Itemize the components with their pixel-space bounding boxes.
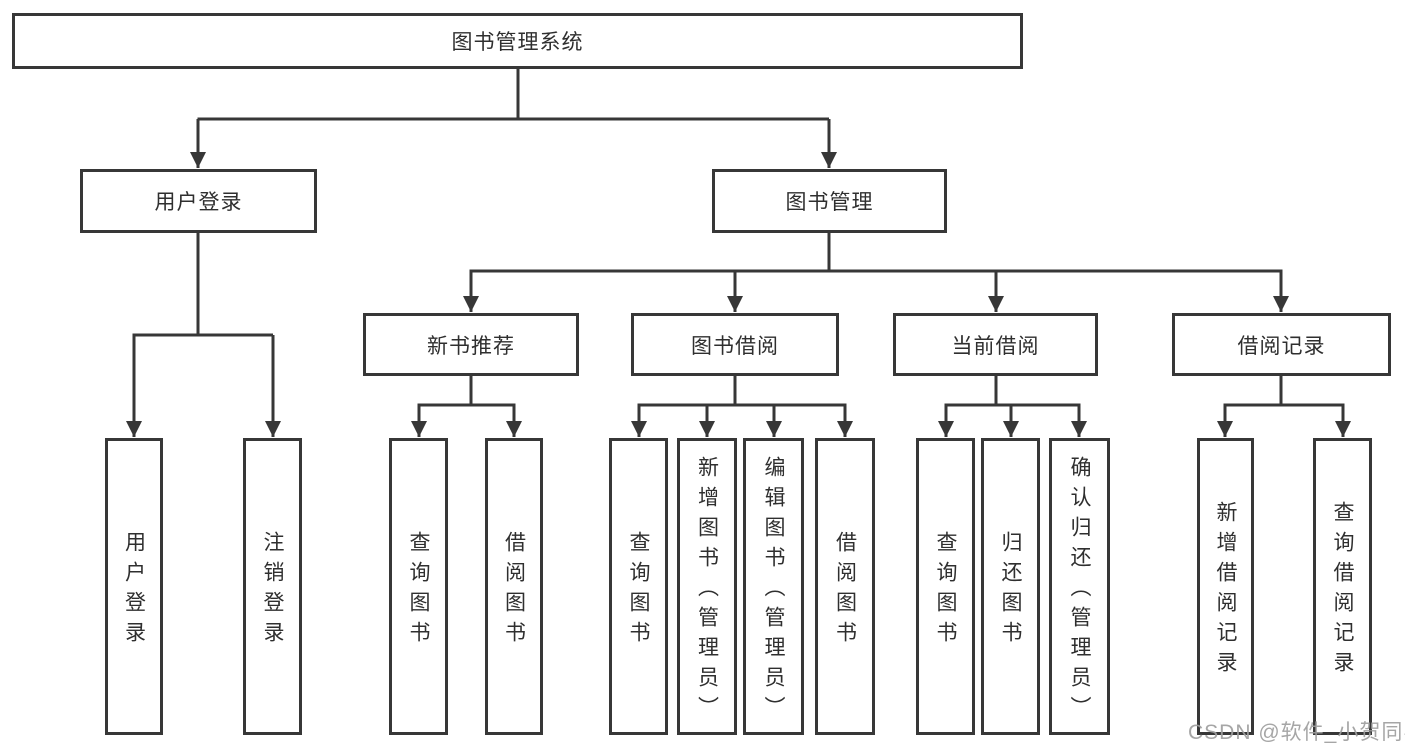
- leaf-borrow-book-1: 借阅图书: [485, 438, 543, 735]
- leaf-borrow-book-1-label: 借阅图书: [502, 531, 526, 651]
- leaf-query-borrow-record: 查询借阅记录: [1313, 438, 1372, 735]
- leaf-return-book: 归还图书: [981, 438, 1040, 735]
- node-borrow-record: 借阅记录: [1172, 313, 1391, 376]
- leaf-return-book-label: 归还图书: [999, 531, 1022, 651]
- leaf-confirm-return-admin-label: 确认归还（管理员）: [1068, 456, 1091, 726]
- connector-book-mgmt-children: [463, 233, 1289, 312]
- node-current-borrow: 当前借阅: [893, 313, 1098, 376]
- node-user-login: 用户登录: [80, 169, 317, 233]
- leaf-add-borrow-record-label: 新增借阅记录: [1214, 501, 1237, 681]
- leaf-query-book-3-label: 查询图书: [934, 531, 957, 651]
- leaf-query-book-1: 查询图书: [389, 438, 448, 735]
- leaf-edit-book-admin-label: 编辑图书（管理员）: [762, 456, 785, 726]
- leaf-query-book-2-label: 查询图书: [627, 531, 650, 651]
- node-borrow-record-label: 借阅记录: [1237, 334, 1326, 358]
- connector-book-borrow-children: [631, 376, 853, 437]
- leaf-borrow-book-2-label: 借阅图书: [833, 531, 857, 651]
- leaf-logout: 注销登录: [243, 438, 302, 735]
- leaf-borrow-book-2: 借阅图书: [815, 438, 875, 735]
- leaf-user-login: 用户登录: [105, 438, 163, 735]
- node-book-mgmt-label: 图书管理: [785, 191, 874, 214]
- node-book-mgmt: 图书管理: [712, 169, 947, 233]
- leaf-user-login-label: 用户登录: [122, 531, 146, 651]
- node-new-book-recommend-label: 新书推荐: [427, 334, 515, 358]
- leaf-add-book-admin-label: 新增图书（管理员）: [695, 456, 719, 726]
- leaf-confirm-return-admin: 确认归还（管理员）: [1049, 438, 1110, 735]
- connector-borrow-record-children: [1217, 376, 1351, 437]
- node-current-borrow-label: 当前借阅: [951, 334, 1040, 358]
- node-book-borrow: 图书借阅: [631, 313, 839, 376]
- connector-user-login-children: [126, 233, 281, 437]
- node-user-login-label: 用户登录: [154, 191, 243, 214]
- node-root: 图书管理系统: [12, 13, 1023, 69]
- connector-root-to-level1: [190, 68, 837, 168]
- leaf-edit-book-admin: 编辑图书（管理员）: [743, 438, 804, 735]
- connector-current-borrow-children: [938, 376, 1087, 437]
- leaf-add-book-admin: 新增图书（管理员）: [677, 438, 737, 735]
- leaf-query-book-3: 查询图书: [916, 438, 975, 735]
- node-new-book-recommend: 新书推荐: [363, 313, 579, 376]
- connector-new-book-children: [411, 376, 522, 437]
- csdn-watermark: CSDN @软件_小贺同学: [1188, 721, 1405, 744]
- leaf-query-book-1-label: 查询图书: [407, 531, 430, 651]
- leaf-query-borrow-record-label: 查询借阅记录: [1331, 501, 1354, 681]
- node-book-borrow-label: 图书借阅: [691, 334, 779, 358]
- leaf-add-borrow-record: 新增借阅记录: [1197, 438, 1254, 735]
- leaf-query-book-2: 查询图书: [609, 438, 668, 735]
- node-root-label: 图书管理系统: [451, 31, 584, 54]
- leaf-logout-label: 注销登录: [261, 531, 284, 651]
